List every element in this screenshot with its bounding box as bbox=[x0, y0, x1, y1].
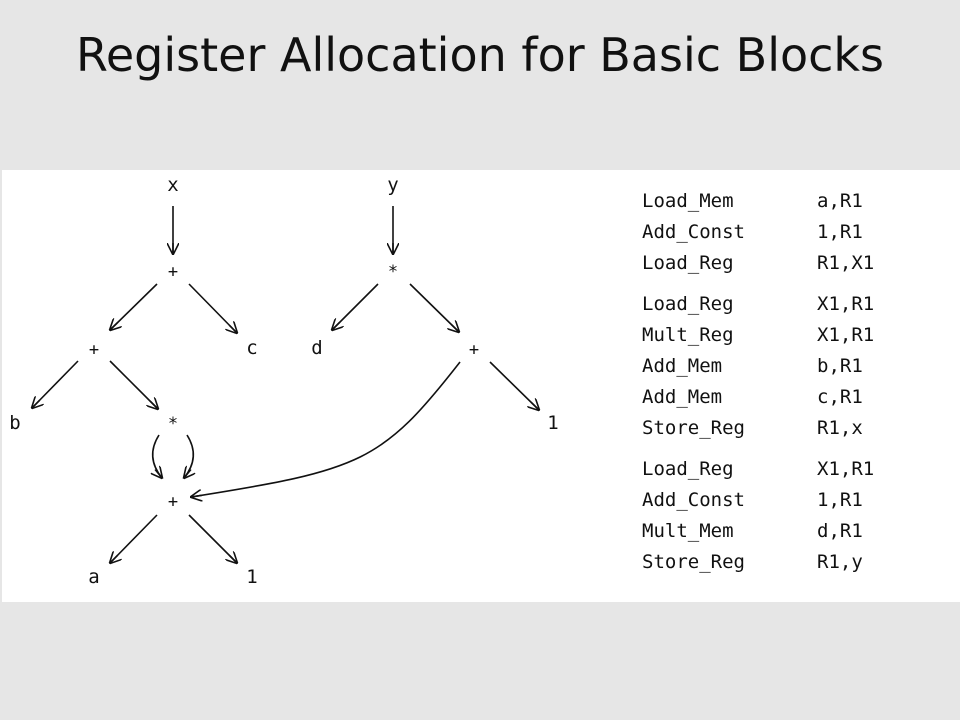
code-op: Mult_Mem bbox=[642, 520, 734, 542]
code-group-2: Load_Reg X1,R1 Mult_Reg X1,R1 Add_Mem b,… bbox=[642, 289, 874, 444]
node-one-right: 1 bbox=[547, 412, 558, 434]
node-x: x bbox=[167, 174, 178, 196]
edge-plus-right-to-plus-bottom bbox=[191, 361, 461, 497]
code-op: Load_Reg bbox=[642, 458, 734, 480]
code-args: X1,R1 bbox=[817, 293, 875, 315]
code-line: Store_Reg R1,y bbox=[642, 547, 874, 578]
code-op: Add_Const bbox=[642, 489, 745, 511]
code-op: Store_Reg bbox=[642, 551, 745, 573]
node-plus-left: + bbox=[89, 340, 99, 360]
code-line: Load_Reg R1,X1 bbox=[642, 248, 874, 279]
page-title: Register Allocation for Basic Blocks bbox=[75, 28, 885, 82]
edge-star-mid-to-plus-right-curve bbox=[184, 434, 193, 478]
code-args: R1,X1 bbox=[817, 252, 875, 274]
code-line: Add_Mem b,R1 bbox=[642, 351, 874, 382]
edge-star-to-plus-right bbox=[409, 283, 459, 332]
edge-star-to-d bbox=[332, 283, 379, 330]
code-line: Add_Mem c,R1 bbox=[642, 382, 874, 413]
figure-panel: x y + * + c d + b * 1 + a 1 Load_Mem a,R… bbox=[2, 170, 960, 602]
code-args: a,R1 bbox=[817, 190, 863, 212]
node-one-bottom: 1 bbox=[246, 566, 257, 588]
code-args: b,R1 bbox=[817, 355, 863, 377]
edge-plus-to-c bbox=[188, 283, 237, 333]
code-line: Load_Mem a,R1 bbox=[642, 186, 874, 217]
code-line: Add_Const 1,R1 bbox=[642, 485, 874, 516]
code-line: Mult_Mem d,R1 bbox=[642, 516, 874, 547]
edge-plus-right-to-one bbox=[489, 361, 539, 410]
node-star-y: * bbox=[388, 262, 398, 282]
dag-diagram: x y + * + c d + b * 1 + a 1 bbox=[9, 174, 558, 588]
code-listing: Load_Mem a,R1 Add_Const 1,R1 Load_Reg R1… bbox=[642, 186, 874, 588]
code-args: X1,R1 bbox=[817, 324, 875, 346]
code-op: Add_Mem bbox=[642, 355, 723, 377]
code-line: Store_Reg R1,x bbox=[642, 413, 874, 444]
code-line: Load_Reg X1,R1 bbox=[642, 289, 874, 320]
code-args: 1,R1 bbox=[817, 489, 863, 511]
edge-star-mid-to-plus-left-curve bbox=[153, 434, 162, 478]
node-d: d bbox=[311, 337, 322, 359]
code-line: Add_Const 1,R1 bbox=[642, 217, 874, 248]
node-y: y bbox=[387, 174, 398, 196]
code-line: Mult_Reg X1,R1 bbox=[642, 320, 874, 351]
edge-plus-bottom-to-one bbox=[188, 514, 237, 563]
node-a: a bbox=[88, 566, 99, 588]
node-star-mid: * bbox=[168, 414, 178, 434]
code-op: Add_Const bbox=[642, 221, 745, 243]
edge-plus-to-plus-left bbox=[110, 283, 158, 330]
code-op: Load_Reg bbox=[642, 293, 734, 315]
edge-plus-left-to-b bbox=[32, 360, 79, 408]
code-line: Load_Reg X1,R1 bbox=[642, 454, 874, 485]
code-args: X1,R1 bbox=[817, 458, 875, 480]
node-b: b bbox=[9, 412, 20, 434]
code-args: R1,x bbox=[817, 417, 863, 439]
code-op: Add_Mem bbox=[642, 386, 723, 408]
code-op: Load_Reg bbox=[642, 252, 734, 274]
code-op: Mult_Reg bbox=[642, 324, 734, 346]
node-c: c bbox=[246, 337, 257, 359]
code-op: Load_Mem bbox=[642, 190, 734, 212]
node-plus-bottom: + bbox=[168, 492, 178, 512]
code-args: R1,y bbox=[817, 551, 863, 573]
code-group-3: Load_Reg X1,R1 Add_Const 1,R1 Mult_Mem d… bbox=[642, 454, 874, 578]
code-op: Store_Reg bbox=[642, 417, 745, 439]
code-args: 1,R1 bbox=[817, 221, 863, 243]
code-group-1: Load_Mem a,R1 Add_Const 1,R1 Load_Reg R1… bbox=[642, 186, 874, 279]
code-args: d,R1 bbox=[817, 520, 863, 542]
code-args: c,R1 bbox=[817, 386, 863, 408]
edge-plus-left-to-star-mid bbox=[109, 360, 158, 409]
edge-plus-bottom-to-a bbox=[110, 514, 158, 563]
node-plus-right: + bbox=[469, 340, 479, 360]
node-plus-x: + bbox=[168, 262, 178, 282]
